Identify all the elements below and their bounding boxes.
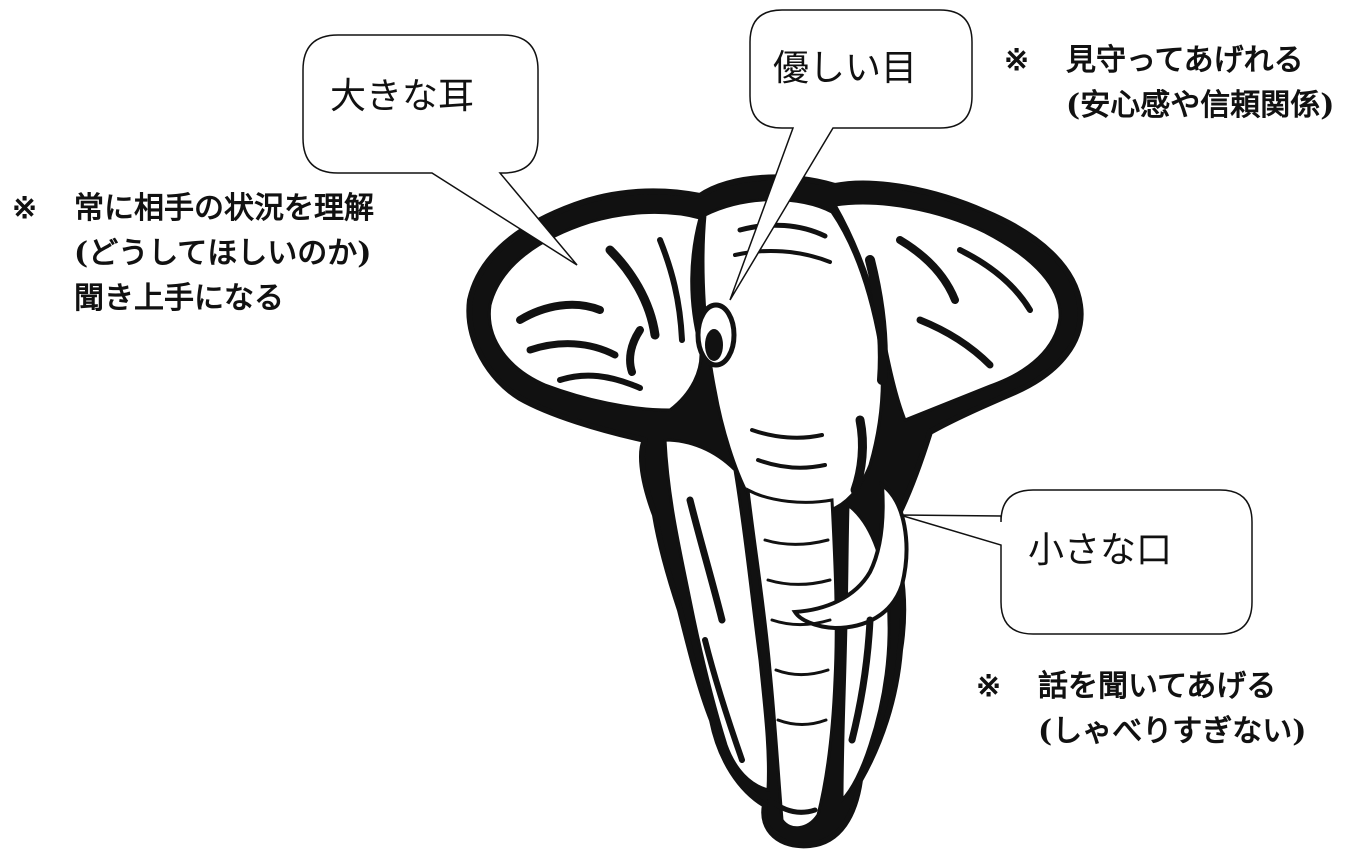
note-ears-line-3: 聞き上手になる: [74, 281, 284, 316]
callout-eyes-bubble: [729, 9, 973, 301]
note-ears-line-2: (どうしてほしいのか): [74, 236, 372, 271]
callout-ears-label: 大きな耳: [330, 76, 474, 117]
callout-eyes: 優しい目: [729, 9, 973, 301]
elephant-shading: [516, 222, 1033, 815]
reference-mark-icon: ※: [12, 191, 38, 226]
left-leg: [663, 438, 770, 792]
callout-mouth: 小さな口: [899, 489, 1253, 635]
callout-ears: 大きな耳: [302, 34, 578, 266]
note-ears-line-1: ※常に相手の状況を理解: [12, 186, 374, 231]
note-mouth: ※話を聞いてあげる (しゃべりすぎない): [976, 664, 1306, 754]
callout-mouth-label: 小さな口: [1028, 530, 1172, 571]
reference-mark-icon: ※: [976, 669, 1002, 704]
note-eyes: ※見守ってあげれる (安心感や信頼関係): [1004, 38, 1334, 128]
elephant-trunk: [746, 487, 838, 830]
note-eyes-line-2: (安心感や信頼関係): [1066, 88, 1335, 123]
callout-ears-bubble: [302, 34, 578, 266]
note-ears: ※常に相手の状況を理解 (どうしてほしいのか) 聞き上手になる: [12, 186, 374, 321]
callout-eyes-label: 優しい目: [773, 48, 917, 89]
elephant-illustration: [466, 174, 1084, 849]
elephant-eye: [705, 329, 723, 361]
note-mouth-line-1: ※話を聞いてあげる: [976, 664, 1306, 709]
note-eyes-line-1: ※見守ってあげれる: [1004, 38, 1334, 83]
reference-mark-icon: ※: [1004, 43, 1030, 78]
note-mouth-line-2: (しゃべりすぎない): [1038, 714, 1307, 749]
callout-mouth-bubble: [899, 489, 1253, 635]
